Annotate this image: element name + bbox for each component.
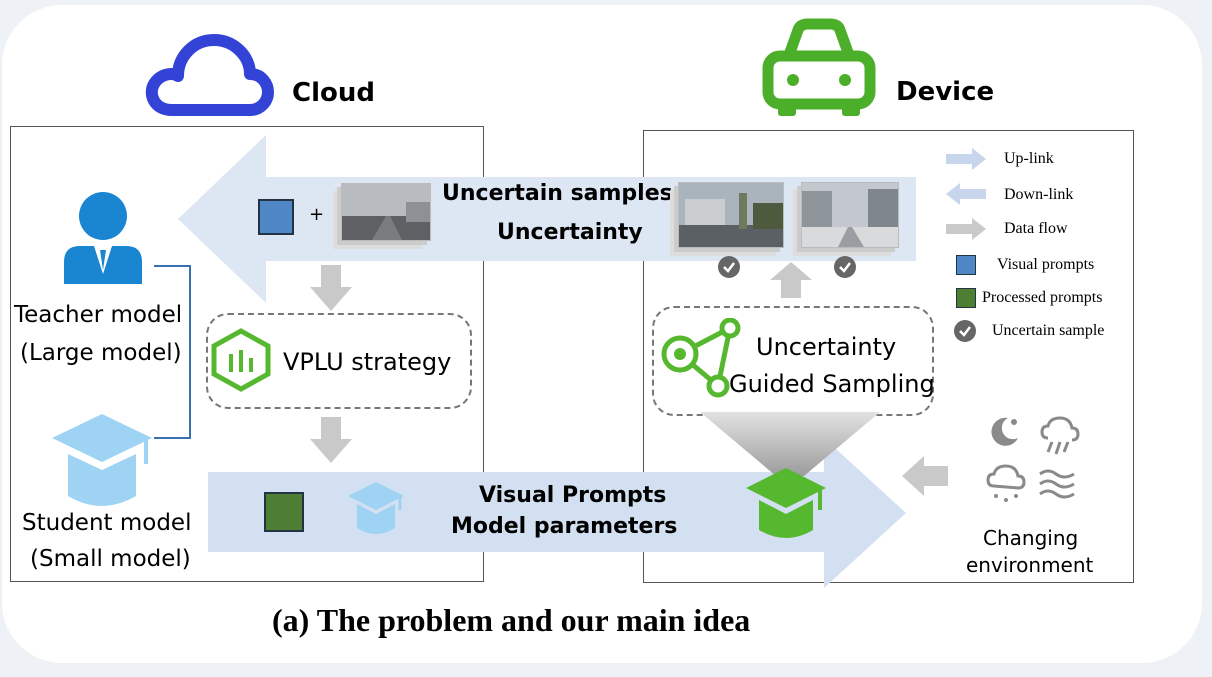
figure-caption: (a) The problem and our main idea: [272, 602, 751, 638]
vplu-strategy-label: VPLU strategy: [283, 348, 452, 376]
down-link-arrow-icon: [946, 183, 986, 205]
check-circle-icon: [954, 320, 976, 342]
uncertain-sample-image-1: [678, 182, 784, 248]
visual-prompt-square-icon: [956, 255, 976, 275]
model-bracket: [154, 265, 191, 439]
moon-star-icon: [991, 417, 1018, 446]
legend-label: Data flow: [1004, 220, 1068, 237]
device-panel: [643, 130, 1134, 583]
environment-label-line1: Changing: [983, 526, 1079, 550]
student-cap-small-icon: [348, 482, 404, 534]
teacher-person-icon: [64, 192, 142, 284]
uncertain-sample-image-2: [801, 182, 899, 248]
cloud-rain-icon: [1040, 416, 1080, 455]
sampling-label-line2: Guided Sampling: [729, 370, 935, 398]
student-cap-icon: [52, 414, 152, 506]
data-flow-arrow-down-2: [310, 417, 352, 463]
cloud-icon: [145, 34, 274, 116]
downlink-arrow: [208, 438, 906, 588]
plus-sign: +: [309, 204, 325, 225]
device-student-cap-icon: [746, 468, 826, 538]
data-flow-arrow-down-1: [310, 265, 352, 311]
uplink-label-line1: Uncertain samples: [442, 181, 673, 206]
data-flow-arrow-icon: [946, 218, 986, 240]
legend-label: Visual prompts: [997, 256, 1095, 273]
student-label-line1: Student model: [22, 510, 192, 536]
legend-label: Up-link: [1004, 150, 1054, 167]
check-circle-icon: [718, 256, 740, 278]
downlink-label-line1: Visual Prompts: [479, 483, 667, 508]
student-label-line2: (Small model): [30, 546, 191, 572]
legend-label: Uncertain sample: [992, 322, 1105, 339]
processed-prompt-square-icon: [956, 288, 976, 308]
sampling-label-line1: Uncertainty: [756, 333, 897, 361]
teacher-label-line2: (Large model): [20, 340, 182, 366]
vplu-hexagon-icon: [211, 328, 271, 392]
uplink-label-line2: Uncertainty: [497, 220, 643, 245]
legend-label: Processed prompts: [982, 289, 1103, 306]
up-link-arrow-icon: [946, 148, 986, 170]
vplu-strategy-box: [206, 313, 472, 409]
car-icon: [762, 18, 876, 116]
uncertain-sample-image-cloud: [341, 183, 431, 241]
cloud-panel: [10, 126, 484, 582]
downlink-label-line2: Model parameters: [451, 514, 678, 539]
data-flow-arrow-up: [770, 262, 812, 298]
cloud-snow-icon: [986, 464, 1026, 502]
device-title: Device: [896, 77, 995, 107]
teacher-label-line1: Teacher model: [14, 302, 183, 328]
cloud-title: Cloud: [292, 78, 375, 108]
graph-nodes-icon: [661, 318, 741, 398]
sampling-funnel: [700, 412, 880, 476]
legend-label: Down-link: [1004, 186, 1074, 203]
processed-prompt-square: [264, 492, 304, 532]
environment-label-line2: environment: [966, 553, 1094, 577]
visual-prompt-square: [258, 199, 294, 235]
data-flow-arrow-left: [902, 456, 948, 496]
fog-icon: [1039, 469, 1075, 499]
check-circle-icon: [834, 256, 856, 278]
